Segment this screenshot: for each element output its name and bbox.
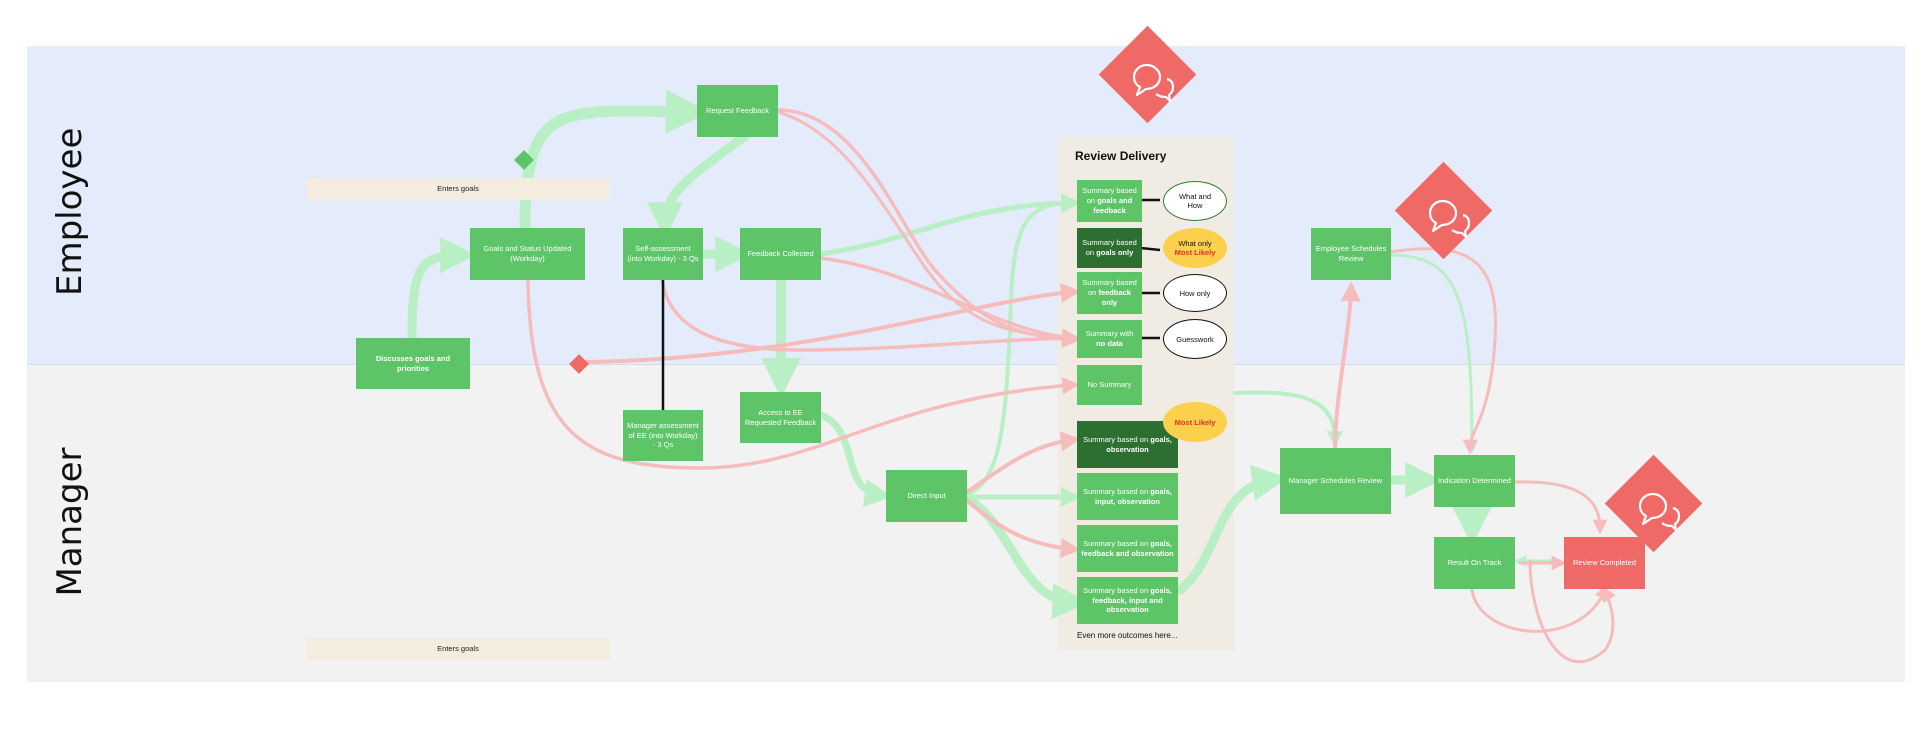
chat-icon: [1132, 63, 1175, 103]
note-enters-goals-top: Enters goals: [307, 178, 609, 200]
step-self-assessment[interactable]: Self-assessment (into Workday) - 3 Qs: [623, 228, 703, 280]
step-label: Manager assessment of EE (into Workday) …: [627, 420, 699, 450]
manager-lane: [27, 364, 1905, 682]
step-request-feedback[interactable]: Request Feedback: [697, 85, 778, 137]
summary-label: Summary based on goals, feedback, input …: [1083, 585, 1172, 615]
lane-divider: [27, 364, 1905, 365]
edge-request-fbonly: [776, 110, 1079, 345]
edge-direct-s6: [965, 431, 1081, 494]
summary-label: Summary based on goals, observation: [1083, 434, 1172, 454]
step-discusses-goals[interactable]: Discusses goals and priorities: [356, 338, 470, 389]
summary-goals-feedback-input-observation[interactable]: Summary based on goals, feedback, input …: [1077, 577, 1178, 624]
summary-label: No Summary: [1087, 380, 1132, 390]
chat-icon: [1638, 492, 1681, 532]
summary-label: Summary with no data: [1085, 329, 1134, 348]
link-s2-o2: [1139, 246, 1161, 252]
outcome-how-only: How only: [1163, 274, 1227, 312]
summary-label: Summary based on goals only: [1082, 238, 1137, 257]
edge-manager-empsched: [1333, 281, 1361, 450]
step-review-completed[interactable]: Review Completed: [1564, 537, 1645, 589]
step-label: Indication Determined: [1438, 476, 1511, 486]
step-manager-assessment[interactable]: Manager assessment of EE (into Workday) …: [623, 410, 703, 461]
summary-label: Summary based on feedback only: [1082, 278, 1137, 307]
review-delivery-title: Review Delivery: [1075, 149, 1167, 163]
step-result-on-track[interactable]: Result On Track: [1434, 537, 1515, 589]
most-likely-label: Most Likely: [1174, 248, 1216, 257]
edge-access-direct: [817, 411, 893, 507]
step-label: Direct Input: [907, 491, 946, 501]
edge-request-self: [647, 131, 750, 239]
step-label: Self-assessment (into Workday) - 3 Qs: [627, 244, 699, 263]
step-label: Feedback Collected: [747, 249, 814, 259]
step-label: Access to EE Requested Feedback: [744, 407, 817, 427]
edge-nosummary-manager: [1233, 390, 1343, 448]
step-indication-determined[interactable]: Indication Determined: [1434, 455, 1515, 507]
step-label: Review Completed: [1573, 558, 1636, 568]
edge-loop-review: [1528, 559, 1616, 664]
edge-direct-s8: [965, 498, 1081, 558]
step-label: Employee Schedules Review: [1315, 244, 1387, 263]
edge-ontrack-review: [1470, 583, 1609, 633]
outcome-what-and-how: What and How: [1163, 181, 1227, 221]
more-outcomes-note: Even more outcomes here...: [1077, 631, 1178, 640]
step-goals-updated[interactable]: Goals and Status Updated (Workday): [470, 228, 585, 280]
step-employee-schedules-review[interactable]: Employee Schedules Review: [1311, 228, 1391, 280]
edge-empsched-review: [1388, 247, 1498, 455]
chat-bubble-diamond-2[interactable]: [1394, 161, 1493, 260]
edge-indication-review: [1513, 480, 1608, 535]
outcome-most-likely-manager: Most Likely: [1163, 402, 1227, 442]
edge-self-guesswork: [660, 278, 1080, 352]
chat-icon: [1428, 199, 1471, 239]
edge-direct-s9: [962, 494, 1089, 620]
edge-s9-manager: [1175, 464, 1289, 595]
step-label: Request Feedback: [706, 106, 769, 116]
summary-goals-feedback[interactable]: Summary based on goals and feedback: [1077, 180, 1142, 222]
step-feedback-collected[interactable]: Feedback Collected: [740, 228, 821, 280]
step-label: Goals and Status Updated (Workday): [483, 244, 572, 263]
outcome-what-only: What only Most Likely: [1163, 228, 1227, 268]
summary-label: Summary based on goals and feedback: [1082, 186, 1137, 215]
summary-goals-input-observation[interactable]: Summary based on goals, input, observati…: [1077, 473, 1178, 520]
edge-direct-summary1: [965, 195, 1080, 497]
summary-goals-feedback-observation[interactable]: Summary based on goals, feedback and obs…: [1077, 525, 1178, 572]
edge-goals-manager: [526, 278, 1080, 470]
summary-label: Summary based on goals, feedback and obs…: [1081, 538, 1174, 558]
summary-none[interactable]: No Summary: [1077, 365, 1142, 405]
outcome-label: What only: [1178, 239, 1212, 248]
edge-diamond-fbonly: [581, 283, 1081, 364]
note-enters-goals-bottom: Enters goals: [307, 638, 609, 660]
summary-feedback-only[interactable]: Summary based on feedback only: [1077, 272, 1142, 314]
edge-discusses-goals: [407, 237, 477, 343]
step-direct-input[interactable]: Direct Input: [886, 470, 967, 522]
chat-bubble-diamond-3[interactable]: [1604, 454, 1703, 553]
step-label: Result On Track: [1447, 558, 1502, 568]
chat-bubble-diamond-1[interactable]: [1098, 25, 1197, 124]
summary-goals-only[interactable]: Summary based on goals only: [1077, 228, 1142, 268]
step-label: Discusses goals and priorities: [375, 353, 451, 373]
edge-empsched-indication: [1388, 253, 1478, 454]
step-label: Manager Schedules Review: [1288, 476, 1383, 486]
summary-label: Summary based on goals, input, observati…: [1083, 486, 1172, 506]
step-access-requested-feedback[interactable]: Access to EE Requested Feedback: [740, 392, 821, 443]
edge-feedback-summary1: [817, 193, 1081, 257]
step-manager-schedules-review[interactable]: Manager Schedules Review: [1280, 448, 1391, 514]
summary-goals-observation[interactable]: Summary based on goals, observation: [1077, 421, 1178, 468]
edge-request-guesswork: [776, 108, 1080, 348]
summary-no-data[interactable]: Summary with no data: [1077, 320, 1142, 358]
edge-feedback-guesswork: [818, 256, 1080, 346]
outcome-guesswork: Guesswork: [1163, 319, 1227, 359]
